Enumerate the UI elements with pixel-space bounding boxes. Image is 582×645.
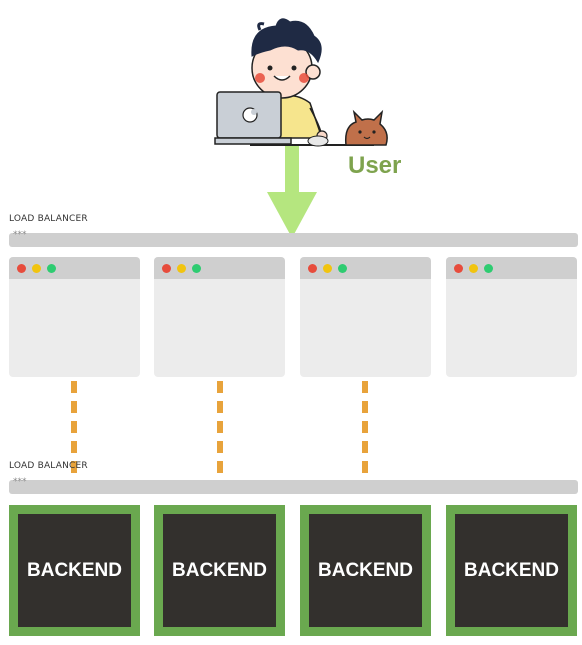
maximize-dot-icon [484, 264, 493, 273]
down-arrow-icon [267, 146, 317, 238]
close-dot-icon [308, 264, 317, 273]
close-dot-icon [162, 264, 171, 273]
load-balancer-bottom-label: LOAD BALANCER [9, 461, 88, 471]
window-titlebar [9, 257, 140, 279]
connector-3 [362, 381, 368, 475]
user-label: User [348, 152, 402, 179]
window-titlebar [446, 257, 577, 279]
user-illustration [214, 18, 388, 147]
load-balancer-top-bar-text: *** [13, 230, 27, 240]
backend-box-1: BACKEND [9, 505, 140, 636]
window-titlebar [154, 257, 285, 279]
connector-1 [71, 381, 77, 475]
load-balancer-top-bar: *** [9, 230, 578, 247]
minimize-dot-icon [177, 264, 186, 273]
close-dot-icon [454, 264, 463, 273]
frontend-window-1 [9, 257, 140, 377]
frontend-window-3 [300, 257, 431, 377]
close-dot-icon [17, 264, 26, 273]
backend-box-2: BACKEND [154, 505, 285, 636]
window-titlebar [300, 257, 431, 279]
maximize-dot-icon [47, 264, 56, 273]
backend-label: BACKEND [172, 559, 267, 581]
frontend-window-2 [154, 257, 285, 377]
load-balancer-bottom-bar: *** [9, 477, 578, 494]
backend-label: BACKEND [318, 559, 413, 581]
minimize-dot-icon [469, 264, 478, 273]
backend-box-4: BACKEND [446, 505, 577, 636]
cat-icon [344, 109, 388, 146]
backend-label: BACKEND [27, 559, 122, 581]
backend-box-3: BACKEND [300, 505, 431, 636]
backend-label: BACKEND [464, 559, 559, 581]
minimize-dot-icon [32, 264, 41, 273]
frontend-window-4 [446, 257, 577, 377]
connector-2 [217, 381, 223, 475]
load-balancer-bottom-bar-text: *** [13, 477, 27, 487]
maximize-dot-icon [192, 264, 201, 273]
minimize-dot-icon [323, 264, 332, 273]
maximize-dot-icon [338, 264, 347, 273]
load-balancer-top-label: LOAD BALANCER [9, 214, 88, 224]
